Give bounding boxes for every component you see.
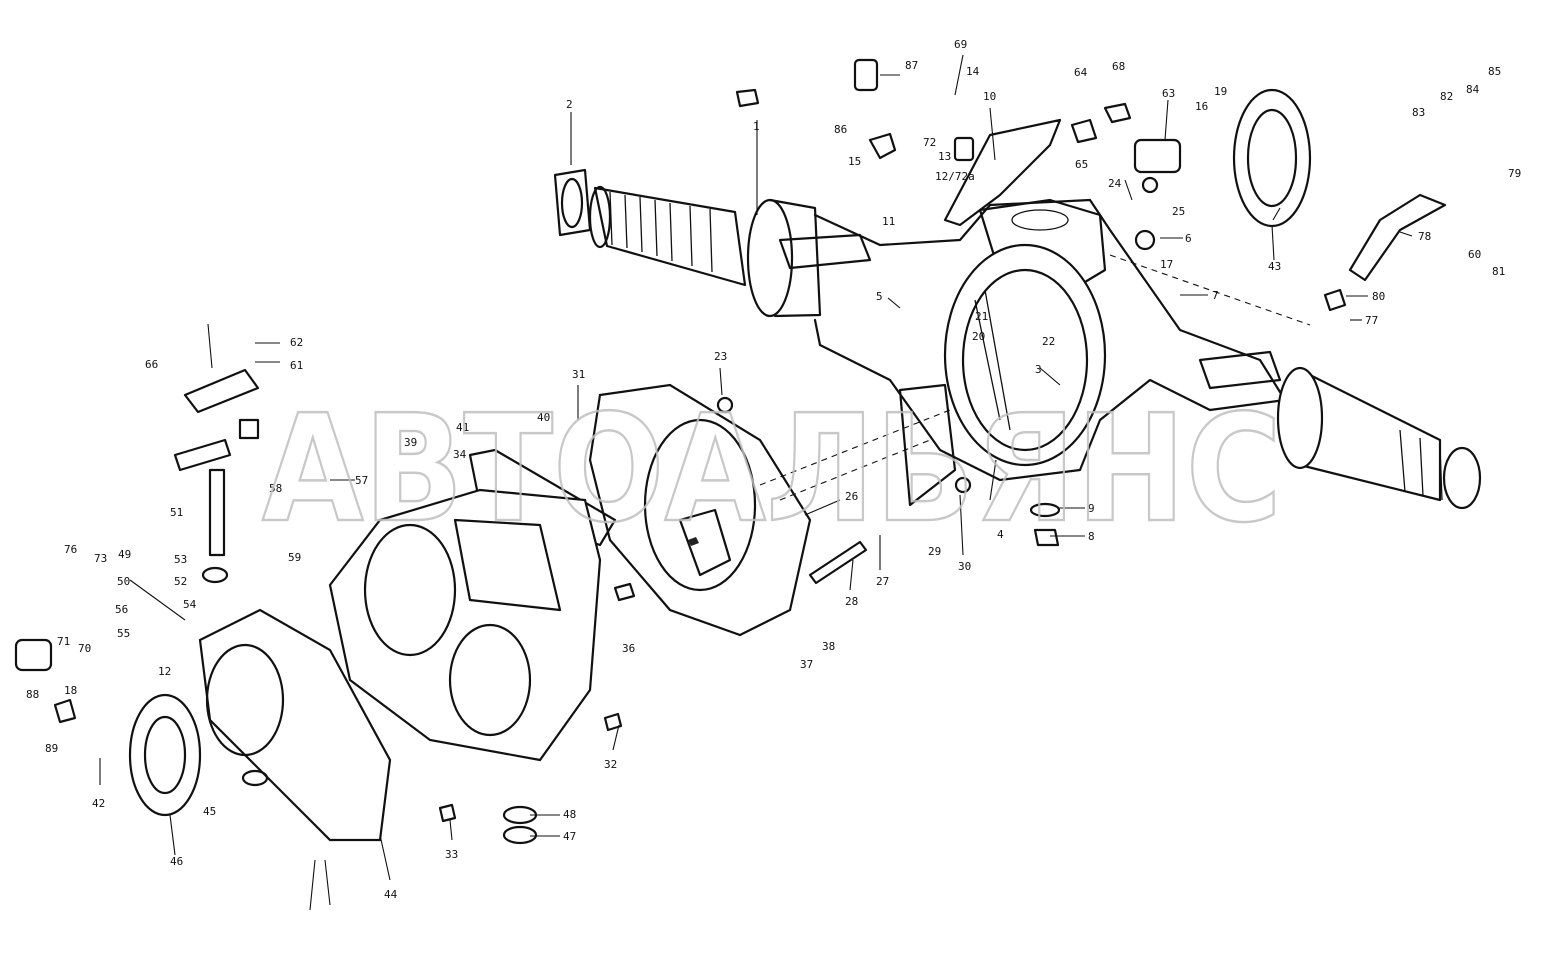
top-small-parts xyxy=(553,58,1447,312)
callout-28: 28 xyxy=(845,595,858,608)
callout-9: 9 xyxy=(1088,502,1095,515)
callout-13: 13 xyxy=(938,150,951,163)
callout-18: 18 xyxy=(64,684,77,697)
callout-39: 39 xyxy=(404,436,417,449)
leader-lines xyxy=(99,54,1413,911)
callout-8: 8 xyxy=(1088,530,1095,543)
callout-1: 1 xyxy=(753,120,760,133)
callout-6: 6 xyxy=(1185,232,1192,245)
callout-58: 58 xyxy=(269,482,282,495)
callout-36: 36 xyxy=(622,642,635,655)
left-small-parts xyxy=(14,368,1061,845)
callout-60: 60 xyxy=(1468,248,1481,261)
callout-49: 49 xyxy=(118,548,131,561)
callout-80: 80 xyxy=(1372,290,1385,303)
callout-33: 33 xyxy=(445,848,458,861)
callout-46: 46 xyxy=(170,855,183,868)
callout-14: 14 xyxy=(966,65,980,78)
callout-72: 72 xyxy=(923,136,936,149)
callout-11: 11 xyxy=(882,215,895,228)
callout-41: 41 xyxy=(456,421,469,434)
callout-24: 24 xyxy=(1108,177,1122,190)
callout-73: 73 xyxy=(94,552,107,565)
callout-79: 79 xyxy=(1508,167,1521,180)
callout-30: 30 xyxy=(958,560,971,573)
callout-82: 82 xyxy=(1440,90,1453,103)
callout-labels: 1 2 3 4 5 6 7 8 9 10 11 12 13 14 15 16 1… xyxy=(26,38,1521,901)
carrier-assembly xyxy=(128,383,957,842)
callout-7: 7 xyxy=(1212,289,1219,302)
callout-64: 64 xyxy=(1074,66,1088,79)
callout-52: 52 xyxy=(174,575,187,588)
callout-89: 89 xyxy=(45,742,58,755)
callout-65: 65 xyxy=(1075,158,1088,171)
callout-88: 88 xyxy=(26,688,39,701)
callout-85: 85 xyxy=(1488,65,1501,78)
callout-25: 25 xyxy=(1172,205,1185,218)
callout-61: 61 xyxy=(290,359,303,372)
callout-38: 38 xyxy=(822,640,835,653)
callout-34: 34 xyxy=(453,448,467,461)
callout-59: 59 xyxy=(288,551,301,564)
callout-12-72a: 12/72a xyxy=(935,170,975,183)
callout-86: 86 xyxy=(834,123,847,136)
callout-84: 84 xyxy=(1466,83,1480,96)
callout-2: 2 xyxy=(566,98,573,111)
callout-40: 40 xyxy=(537,411,550,424)
callout-76: 76 xyxy=(64,543,77,556)
callout-81: 81 xyxy=(1492,265,1505,278)
callout-26: 26 xyxy=(845,490,858,503)
callout-37: 37 xyxy=(800,658,813,671)
callout-68: 68 xyxy=(1112,60,1125,73)
callout-50: 50 xyxy=(117,575,130,588)
callout-71: 71 xyxy=(57,635,70,648)
callout-54: 54 xyxy=(183,598,197,611)
callout-55: 55 xyxy=(117,627,130,640)
callout-57: 57 xyxy=(355,474,368,487)
callout-29: 29 xyxy=(928,545,941,558)
callout-48: 48 xyxy=(563,808,576,821)
callout-27: 27 xyxy=(876,575,889,588)
callout-31: 31 xyxy=(572,368,585,381)
callout-32: 32 xyxy=(604,758,617,771)
callout-23: 23 xyxy=(714,350,727,363)
callout-12: 12 xyxy=(158,665,171,678)
callout-83: 83 xyxy=(1412,106,1425,119)
callout-5: 5 xyxy=(876,290,883,303)
callout-47: 47 xyxy=(563,830,576,843)
callout-53: 53 xyxy=(174,553,187,566)
callout-69: 69 xyxy=(954,38,967,51)
callout-44: 44 xyxy=(384,888,398,901)
callout-87: 87 xyxy=(905,59,918,72)
callout-66: 66 xyxy=(145,358,158,371)
callout-42: 42 xyxy=(92,797,105,810)
callout-63: 63 xyxy=(1162,87,1175,100)
watermark: АВТОАЛЬЯНС xyxy=(262,383,1282,555)
callout-15: 15 xyxy=(848,155,861,168)
callout-20: 20 xyxy=(972,330,985,343)
callout-70: 70 xyxy=(78,642,91,655)
callout-78: 78 xyxy=(1418,230,1431,243)
callout-51: 51 xyxy=(170,506,183,519)
callout-77: 77 xyxy=(1365,314,1378,327)
callout-10: 10 xyxy=(983,90,996,103)
callout-62: 62 xyxy=(290,336,303,349)
callout-21: 21 xyxy=(975,310,988,323)
callout-45: 45 xyxy=(203,805,216,818)
callout-43: 43 xyxy=(1268,260,1281,273)
callout-16: 16 xyxy=(1195,100,1208,113)
callout-3: 3 xyxy=(1035,363,1042,376)
callout-19: 19 xyxy=(1214,85,1227,98)
callout-4: 4 xyxy=(997,528,1004,541)
callout-17: 17 xyxy=(1160,258,1173,271)
callout-56: 56 xyxy=(115,603,128,616)
axle-housing xyxy=(588,185,1482,510)
callout-22: 22 xyxy=(1042,335,1055,348)
